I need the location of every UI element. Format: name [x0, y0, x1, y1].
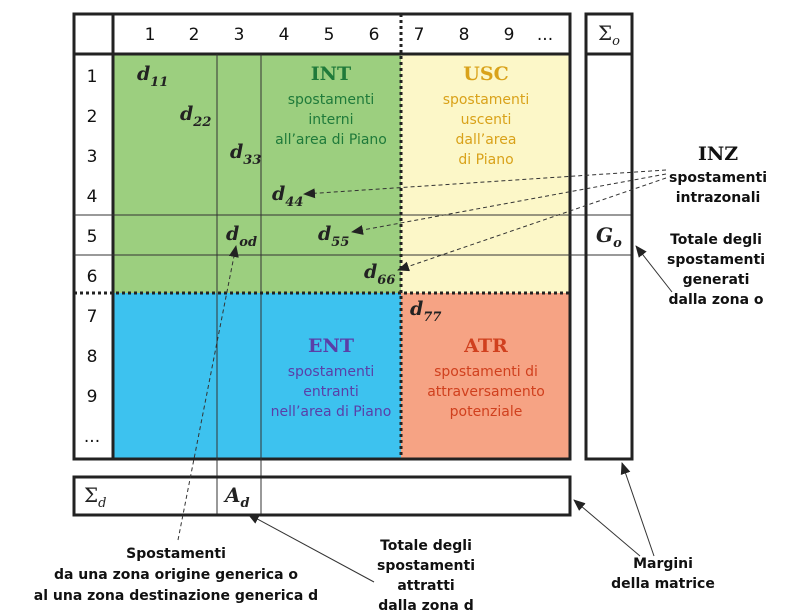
inz-arrow-d66 — [397, 177, 667, 272]
diagonal-d55: d55 — [318, 223, 349, 250]
col-header: 4 — [279, 25, 290, 45]
row-header: 9 — [87, 387, 98, 407]
col-header: 7 — [414, 25, 425, 45]
note-generati-line: dalla zona o — [668, 292, 763, 308]
quadrant-int-title: INT — [311, 63, 351, 85]
quadrant-usc-line: uscenti — [461, 112, 512, 128]
note-attratti-line: spostamenti — [377, 558, 475, 574]
generati-arrow — [635, 245, 673, 293]
inz-arrow-d44 — [303, 169, 667, 199]
diagonal-d11: d11 — [137, 63, 168, 90]
col-header: 9 — [504, 25, 515, 45]
margini-arrow-col — [620, 462, 655, 557]
quadrant-ent-title: ENT — [308, 335, 354, 357]
quadrant-atr-line: potenziale — [450, 404, 523, 420]
col-header: 2 — [189, 25, 200, 45]
diagonal-cells: d11 d22 d33 d44 d55 d66 d77 — [137, 63, 441, 325]
quadrant-usc-title: USC — [463, 63, 508, 85]
quadrant-int-label: INT spostamenti interni all’area di Pian… — [275, 63, 387, 148]
sigma-d-row — [72, 475, 572, 517]
row-header: 1 — [87, 67, 98, 87]
quadrant-usc-label: USC spostamenti uscenti dall’area di Pia… — [443, 63, 530, 168]
matrix-frame — [72, 12, 572, 461]
note-margini: Margini della matrice — [611, 556, 715, 592]
diagonal-d77: d77 — [410, 298, 441, 325]
quadrant-atr-label: ATR spostamenti di attraversamento poten… — [427, 335, 545, 420]
inz-annotation: INZ spostamenti intrazonali — [669, 143, 767, 206]
quadrant-int-fill — [113, 54, 401, 293]
quadrant-int-line: all’area di Piano — [275, 132, 387, 148]
diagonal-d66: d66 — [364, 261, 395, 288]
note-od-line: Spostamenti — [126, 546, 226, 562]
col-header: 5 — [324, 25, 335, 45]
col-header: 3 — [234, 25, 245, 45]
row-header: 4 — [87, 187, 98, 207]
note-generati-line: spostamenti — [667, 252, 765, 268]
quadrant-ent-line: entranti — [303, 384, 359, 400]
quadrant-usc-line: spostamenti — [443, 92, 530, 108]
col-header: 6 — [369, 25, 380, 45]
col-header: ... — [537, 25, 553, 45]
inz-title: INZ — [698, 143, 738, 165]
col-header: 1 — [145, 25, 156, 45]
row-headers: 1 2 3 4 5 6 7 8 9 ... — [84, 67, 100, 447]
quadrant-int-line: spostamenti — [288, 92, 375, 108]
quadrant-usc-fill — [401, 54, 570, 293]
quadrant-int-line: interni — [308, 112, 353, 128]
quadrant-usc-line: dall’area — [456, 132, 517, 148]
note-generati-line: generati — [683, 272, 750, 288]
sigma-o-column — [584, 12, 634, 461]
quadrant-ent-label: ENT spostamenti entranti nell’area di Pi… — [271, 335, 392, 420]
quadrant-atr-line: spostamenti di — [434, 364, 538, 380]
diagonal-d22: d22 — [180, 103, 211, 130]
note-attratti-line: dalla zona d — [378, 598, 473, 614]
quadrant-ent-fill — [113, 293, 401, 459]
a-d-label: Ad — [223, 483, 250, 511]
margini-arrow-row — [573, 499, 641, 557]
quadrant-atr-title: ATR — [463, 335, 508, 357]
quadrant-atr-fill — [401, 293, 570, 459]
note-generati: Totale degli spostamenti generati dalla … — [667, 232, 765, 308]
row-header: ... — [84, 427, 100, 447]
note-attratti-line: attratti — [397, 578, 454, 594]
attratti-arrow — [247, 513, 375, 583]
diagonal-d44: d44 — [272, 183, 303, 210]
row-header: 6 — [87, 267, 98, 287]
quadrant-usc-line: di Piano — [458, 152, 513, 168]
note-od-line: da una zona origine generica o — [54, 567, 298, 583]
row-header: 2 — [87, 107, 98, 127]
note-margini-line: della matrice — [611, 576, 715, 592]
note-attratti: Totale degli spostamenti attratti dalla … — [377, 538, 475, 614]
note-od-line: al una zona destinazione generica d — [34, 588, 318, 604]
g-o-label: Go — [596, 223, 622, 251]
diagonal-d33: d33 — [230, 141, 261, 168]
quadrant-ent-line: nell’area di Piano — [271, 404, 392, 420]
inz-line: spostamenti — [669, 170, 767, 186]
inz-arrow-d55 — [351, 173, 667, 235]
annotation-arrows — [177, 169, 673, 583]
inz-line: intrazonali — [676, 190, 761, 206]
row-header: 8 — [87, 347, 98, 367]
row-header: 5 — [87, 227, 98, 247]
note-od: Spostamenti da una zona origine generica… — [34, 546, 318, 604]
sigma-o-label: Σo — [598, 21, 620, 49]
note-generati-line: Totale degli — [670, 232, 762, 248]
quadrant-ent-line: spostamenti — [288, 364, 375, 380]
sigma-d-label: Σd — [84, 483, 106, 511]
od-arrow — [177, 245, 239, 541]
cell-d-od: dod — [226, 223, 257, 250]
quadrant-atr-line: attraversamento — [427, 384, 545, 400]
column-headers: 1 2 3 4 5 6 7 8 9 ... — [145, 25, 554, 45]
row-header: 7 — [87, 307, 98, 327]
row-header: 3 — [87, 147, 98, 167]
note-attratti-line: Totale degli — [380, 538, 472, 554]
note-margini-line: Margini — [633, 556, 693, 572]
col-header: 8 — [459, 25, 470, 45]
